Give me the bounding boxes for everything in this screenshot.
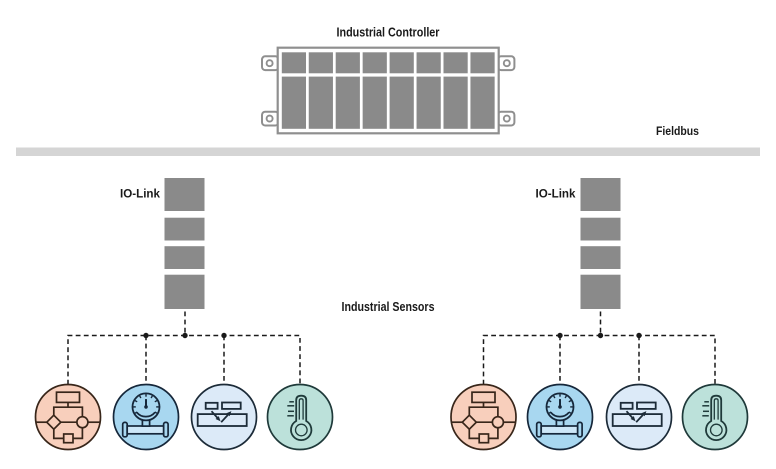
svg-text:Fieldbus: Fieldbus [656,126,699,138]
svg-text:Industrial Sensors: Industrial Sensors [342,300,435,314]
svg-text:Industrial Controller: Industrial Controller [337,25,440,40]
svg-text:IO-Link: IO-Link [120,189,161,201]
svg-text:IO-Link: IO-Link [536,189,577,201]
